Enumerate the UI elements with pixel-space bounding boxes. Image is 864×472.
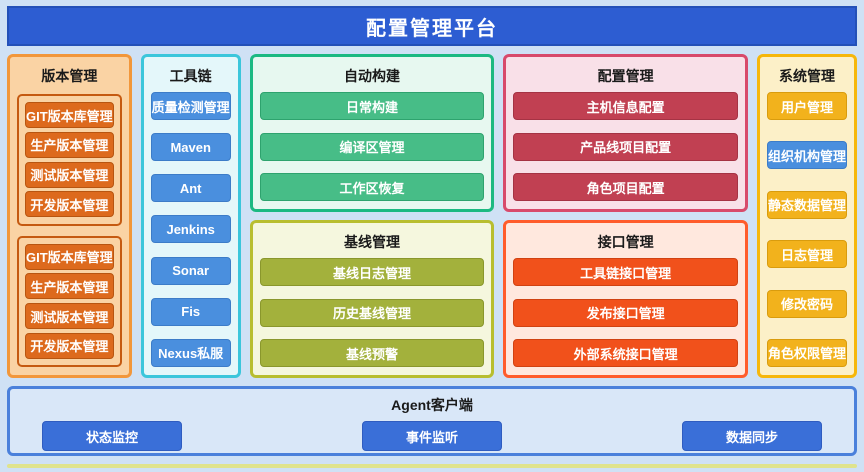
autobuild-block: 工作区恢复 bbox=[259, 173, 485, 201]
toolchain-block: Maven bbox=[150, 133, 231, 162]
config-block: 角色项目配置 bbox=[513, 173, 738, 201]
main-grid: 版本管理 GIT版本库管理 生产版本管理 测试版本管理 开发版本管理 GIT版本… bbox=[7, 54, 858, 378]
version-block: 生产版本管理 bbox=[25, 273, 114, 300]
autobuild-block: 编译区管理 bbox=[259, 132, 485, 161]
system-management-title: 系统管理 bbox=[779, 68, 835, 84]
system-items: 用户管理 组织机构管理 静态数据管理 日志管理 修改密码 角色权限管理 bbox=[767, 92, 848, 367]
interface-items: 工具链接口管理 发布接口管理 外部系统接口管理 bbox=[513, 258, 738, 367]
version-block: 开发版本管理 bbox=[25, 332, 114, 359]
toolchain-block: Sonar bbox=[150, 256, 231, 285]
config-items: 主机信息配置 产品线项目配置 角色项目配置 bbox=[513, 92, 738, 201]
page-title: 配置管理平台 bbox=[366, 17, 498, 40]
system-block: 角色权限管理 bbox=[767, 338, 848, 367]
autobuild-title: 自动构建 bbox=[344, 68, 401, 84]
panel-autobuild: 自动构建 日常构建 编译区管理 工作区恢复 bbox=[249, 54, 495, 212]
toolchain-block: Ant bbox=[150, 174, 231, 203]
agent-block-status-monitor: 状态监控 bbox=[42, 421, 182, 451]
baseline-title: 基线管理 bbox=[344, 234, 401, 250]
panel-baseline: 基线管理 基线日志管理 历史基线管理 基线预警 bbox=[249, 220, 495, 378]
interface-block: 发布接口管理 bbox=[513, 298, 738, 327]
toolchain-items: 质量检测管理 Maven Ant Jenkins Sonar Fis Nexus… bbox=[150, 92, 231, 367]
version-block: GIT版本库管理 bbox=[25, 243, 114, 270]
column-build-baseline: 自动构建 日常构建 编译区管理 工作区恢复 基线管理 基线日志管理 历史基线管理… bbox=[249, 54, 495, 378]
agent-client-title: Agent客户端 bbox=[391, 397, 473, 413]
panel-toolchain: 工具链 质量检测管理 Maven Ant Jenkins Sonar Fis N… bbox=[140, 54, 241, 378]
autobuild-items: 日常构建 编译区管理 工作区恢复 bbox=[259, 92, 485, 201]
version-block: GIT版本库管理 bbox=[25, 102, 114, 128]
system-block: 静态数据管理 bbox=[767, 190, 848, 219]
config-management-title: 配置管理 bbox=[597, 68, 654, 84]
agent-block-data-sync: 数据同步 bbox=[682, 421, 822, 451]
system-block: 日志管理 bbox=[767, 240, 848, 269]
column-config-interface: 配置管理 主机信息配置 产品线项目配置 角色项目配置 接口管理 工具链接口管理 … bbox=[503, 54, 748, 378]
bottom-edge-strip bbox=[7, 464, 857, 468]
toolchain-title: 工具链 bbox=[169, 68, 212, 84]
interface-block: 工具链接口管理 bbox=[513, 258, 738, 286]
baseline-block: 基线日志管理 bbox=[259, 258, 485, 286]
interface-block: 外部系统接口管理 bbox=[513, 339, 738, 367]
version-block: 测试版本管理 bbox=[25, 303, 114, 330]
baseline-block: 历史基线管理 bbox=[259, 298, 485, 327]
system-block: 修改密码 bbox=[767, 289, 848, 318]
toolchain-block: Fis bbox=[150, 297, 231, 326]
panel-agent-client: Agent客户端 状态监控 事件监听 数据同步 bbox=[7, 386, 857, 456]
toolchain-block: 质量检测管理 bbox=[150, 92, 231, 120]
toolchain-block: Jenkins bbox=[150, 215, 231, 244]
page-title-banner: 配置管理平台 bbox=[7, 6, 857, 46]
version-block: 开发版本管理 bbox=[25, 191, 114, 218]
panel-version-management: 版本管理 GIT版本库管理 生产版本管理 测试版本管理 开发版本管理 GIT版本… bbox=[7, 54, 132, 378]
panel-interface-management: 接口管理 工具链接口管理 发布接口管理 外部系统接口管理 bbox=[503, 220, 748, 378]
version-group-1: GIT版本库管理 生产版本管理 测试版本管理 开发版本管理 bbox=[17, 94, 122, 226]
agent-block-event-listener: 事件监听 bbox=[362, 421, 502, 451]
autobuild-block: 日常构建 bbox=[259, 92, 485, 120]
panel-config-management: 配置管理 主机信息配置 产品线项目配置 角色项目配置 bbox=[503, 54, 748, 212]
system-block: 用户管理 bbox=[767, 92, 848, 120]
config-block: 主机信息配置 bbox=[513, 92, 738, 120]
interface-management-title: 接口管理 bbox=[597, 234, 654, 250]
toolchain-block: Nexus私服 bbox=[150, 338, 231, 367]
agent-items: 状态监控 事件监听 数据同步 bbox=[20, 421, 844, 451]
config-block: 产品线项目配置 bbox=[513, 132, 738, 161]
baseline-items: 基线日志管理 历史基线管理 基线预警 bbox=[259, 258, 485, 367]
version-management-title: 版本管理 bbox=[41, 68, 98, 84]
baseline-block: 基线预警 bbox=[259, 339, 485, 367]
version-group-2: GIT版本库管理 生产版本管理 测试版本管理 开发版本管理 bbox=[17, 235, 122, 367]
version-block: 测试版本管理 bbox=[25, 161, 114, 188]
system-block: 组织机构管理 bbox=[767, 141, 848, 170]
version-block: 生产版本管理 bbox=[25, 131, 114, 158]
panel-system-management: 系统管理 用户管理 组织机构管理 静态数据管理 日志管理 修改密码 角色权限管理 bbox=[757, 54, 858, 378]
